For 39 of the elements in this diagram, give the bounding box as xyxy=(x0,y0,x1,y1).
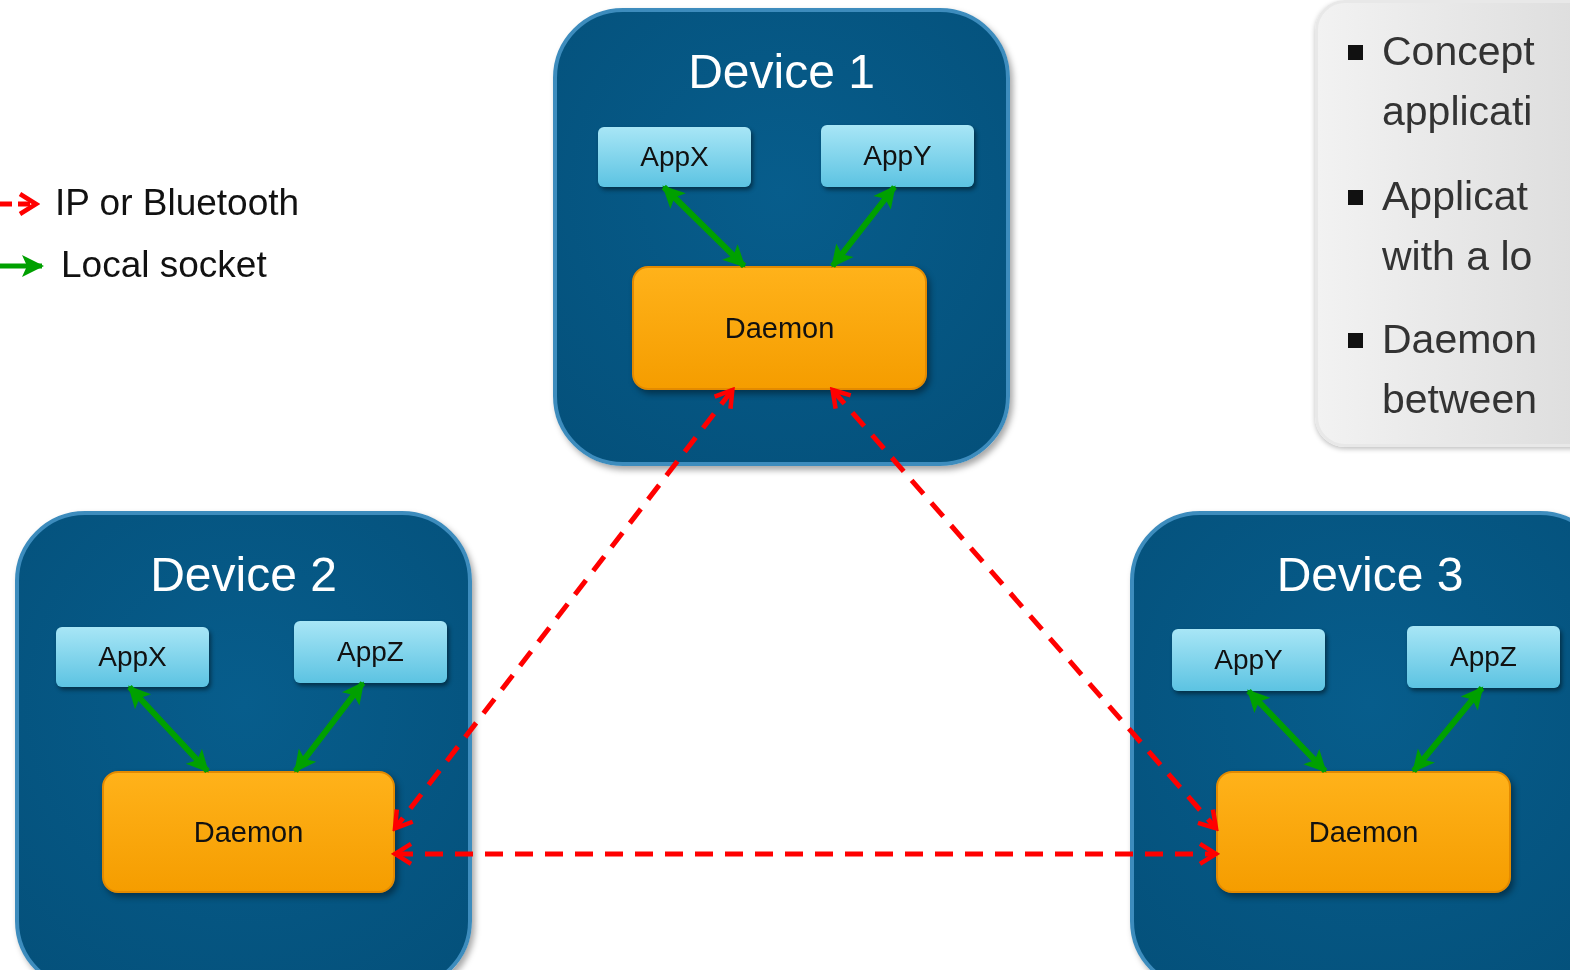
bullet-text: Daemon between xyxy=(1382,315,1538,424)
bullet-text: Applicat with a lo xyxy=(1382,172,1534,281)
daemon-box xyxy=(632,266,927,390)
dashed-arrow xyxy=(392,841,1219,867)
legend-label: IP or Bluetooth xyxy=(55,182,300,224)
app-box xyxy=(821,125,974,187)
double-arrow xyxy=(1246,688,1328,774)
double-arrow xyxy=(293,681,366,773)
app-box xyxy=(598,127,751,187)
node-label: AppZ xyxy=(1450,641,1517,673)
app-box xyxy=(1407,626,1560,688)
daemon-box xyxy=(102,771,395,893)
device-panel xyxy=(15,511,472,970)
node-label: Daemon xyxy=(724,311,835,345)
node-label: Daemon xyxy=(1308,815,1419,849)
double-arrow xyxy=(127,684,210,774)
dashed-arrow xyxy=(392,387,735,831)
app-box xyxy=(1172,629,1325,691)
double-arrow xyxy=(661,184,747,269)
bullet-text: Concept applicati xyxy=(1382,27,1536,136)
app-box xyxy=(294,621,447,683)
double-arrow xyxy=(1411,686,1485,773)
node-label: AppX xyxy=(98,641,167,673)
device-panel xyxy=(1130,511,1570,970)
node-label: Daemon xyxy=(193,815,304,849)
dashed-arrow xyxy=(830,387,1219,831)
daemon-box xyxy=(1216,771,1511,893)
device-panel xyxy=(553,8,1010,466)
node-label: AppZ xyxy=(337,636,404,668)
info-panel xyxy=(1315,0,1570,447)
legend-label: Local socket xyxy=(61,244,267,286)
app-box xyxy=(56,627,209,687)
node-label: Device 3 xyxy=(1275,547,1465,602)
node-label: Device 2 xyxy=(149,547,338,602)
double-arrow xyxy=(830,185,897,268)
node-label: AppY xyxy=(1214,644,1283,676)
node-label: AppY xyxy=(863,140,932,172)
node-label: Device 1 xyxy=(687,44,876,99)
node-label: AppX xyxy=(640,141,709,173)
